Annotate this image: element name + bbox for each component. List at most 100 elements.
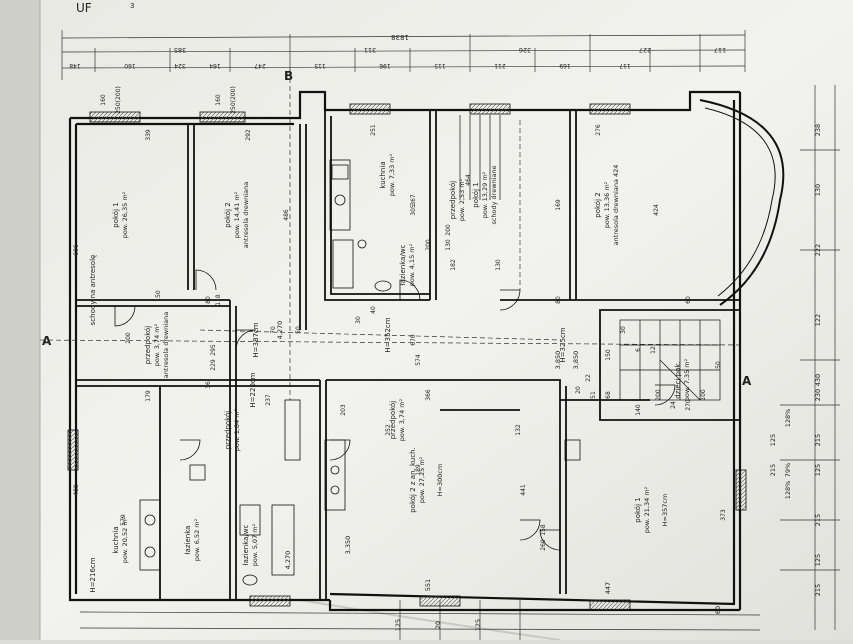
room-extra: schody drewniane (490, 165, 498, 224)
room-name: kuchnia (379, 161, 387, 188)
dimension-misc: 260 (540, 539, 547, 551)
dimension-right: 122 (814, 314, 822, 326)
room-area: pow. 2,53 m² (458, 178, 466, 221)
dimension-right: 238 (814, 124, 822, 136)
room-height-mark: H=216cm (89, 557, 97, 592)
dimension-top2: 148 (69, 62, 81, 69)
header-corner-num: 3 (130, 2, 134, 10)
room-name: łazienka/wc (242, 524, 250, 565)
dimension-misc: 696 (73, 244, 80, 256)
dimension-misc: 132 (515, 424, 522, 436)
header-fragment: UF (76, 1, 92, 15)
section-mark-a-left: A (42, 334, 52, 348)
dimension-misc: 366 (425, 389, 432, 401)
dimension-misc: 252 (385, 424, 392, 436)
room-extra: antresola drewniana 424 (612, 165, 620, 246)
dimension-bottom: 125 (394, 619, 402, 631)
room-area: pow. 4,15 m² (408, 243, 416, 286)
room-extra: antresola drewniana (242, 182, 250, 248)
room-area: pow. 13,29 m² (481, 171, 489, 218)
dimension-top2: 169 (559, 62, 571, 69)
room-area: pow. 1,04 m² (233, 408, 241, 451)
room-area: pow. 3,74 m² (398, 398, 406, 441)
room-name: łazienka (184, 526, 192, 555)
level-mark: 3,850 (554, 351, 562, 370)
dimension-misc: 339 (145, 129, 152, 141)
room-area: pow. 27,25 m² (418, 456, 426, 503)
dimension-lines-right (780, 85, 840, 630)
dimension-lines-bottom (79, 600, 761, 640)
bay-window-outer (699, 99, 785, 306)
room-name: pokój 1 (634, 497, 642, 522)
dimension-misc: 464 (465, 174, 472, 186)
dimension-right: 125 (814, 554, 822, 566)
binding-shadow (0, 0, 40, 640)
dimension-top2: 324 (174, 62, 186, 69)
dimension-right-small: 125 (769, 434, 777, 446)
dimension-right-small: 128% (784, 409, 792, 428)
dimension-window: 160 (215, 94, 222, 106)
dimension-misc: 130 (495, 259, 502, 271)
dimension-bottom: 20 (434, 621, 442, 629)
room-name: pokój 1 (472, 182, 480, 207)
dimension-top2: 211 (494, 62, 506, 69)
dimension-window: 250(200) (115, 86, 122, 114)
dimension-top: 227 (639, 46, 651, 54)
bay-window-inner (704, 107, 776, 297)
interior-walls (76, 110, 741, 600)
room-name: przedpokój (449, 181, 457, 220)
dimension-misc: 189 (415, 464, 422, 476)
level-mark: 4,270 (276, 321, 284, 340)
dimension-right-small: 128% (784, 481, 792, 500)
stair-dimension: 200 (655, 389, 662, 401)
dimension-top: 311 (364, 46, 376, 54)
dimension-bottom: 447 (604, 582, 612, 594)
dimension-total: 1838 (391, 33, 409, 41)
room-area: pow. 13,36 m² (603, 181, 611, 228)
level-mark: 4,270 (284, 551, 292, 570)
dimension-misc: 130 (445, 239, 452, 251)
stair-dimension: 30 (620, 326, 627, 334)
dimension-misc: 50 (295, 326, 302, 334)
dimension-right: 230 (814, 389, 822, 401)
staircase (459, 115, 721, 401)
dimension-misc: 373 (720, 509, 727, 521)
room-area: pow. 3,74 m² (153, 323, 161, 366)
fixtures (139, 159, 581, 586)
section-lines (39, 70, 741, 400)
dimension-top: 117 (714, 46, 726, 54)
dimension-right: 215 (814, 514, 822, 526)
room-name: dzieci pok. (674, 361, 682, 398)
dimension-misc: 203 (340, 404, 347, 416)
dimension-misc: 70 (270, 326, 277, 334)
dimension-misc: 80 (555, 296, 562, 304)
dimension-misc: 182 (450, 259, 457, 271)
dimension-top2: 117 (619, 62, 631, 69)
dimension-misc: 670 (410, 334, 417, 346)
dimension-misc: 441 (520, 484, 527, 496)
room-height-mark: H=220cm (249, 372, 257, 407)
room-name: pokój 1 (112, 202, 120, 227)
dimension-misc: 579 (120, 514, 127, 526)
dimension-misc: 486 (283, 209, 290, 221)
dimension-right: 215 (814, 584, 822, 596)
dimension-window: 160 (100, 94, 107, 106)
dimension-right: 215 (814, 434, 822, 446)
dimension-misc: 251 (370, 124, 377, 136)
level-mark: 3,850 (572, 351, 580, 370)
dimension-misc: 237 (265, 394, 272, 406)
dimension-misc: 80 (205, 296, 212, 304)
room-height: H=357cm (661, 494, 669, 527)
dimension-top: 385 (174, 46, 186, 54)
dimension-misc: 229 (210, 359, 217, 371)
room-name: pokój 2 (224, 202, 232, 227)
dimension-misc: 36 (205, 381, 212, 389)
room-area: pow. 14,41 m² (233, 191, 241, 238)
dimension-right-small: 79% (784, 463, 792, 477)
stair-dimension: 6 (635, 348, 642, 352)
dimension-right: 130 (814, 184, 822, 196)
room-area: pow. 6,52 m² (193, 518, 201, 561)
stair-dimension: 100 (700, 389, 707, 401)
